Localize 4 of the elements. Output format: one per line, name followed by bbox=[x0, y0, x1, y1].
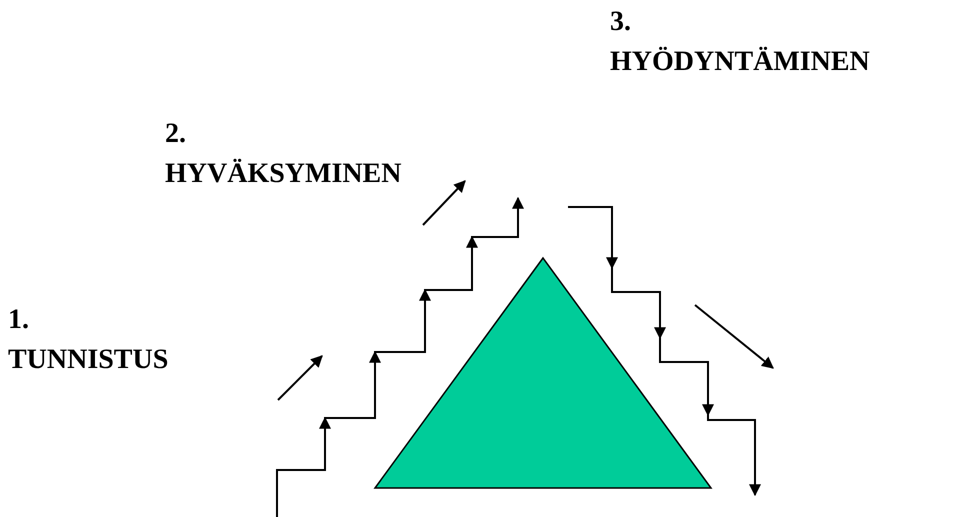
stage-label: 3. HYÖDYNTÄMINEN bbox=[610, 5, 870, 79]
stage-label: 2. HYVÄKSYMINEN bbox=[165, 117, 402, 191]
triangle-shape bbox=[374, 256, 712, 489]
stage-label: 1. TUNNISTUS bbox=[8, 303, 168, 377]
